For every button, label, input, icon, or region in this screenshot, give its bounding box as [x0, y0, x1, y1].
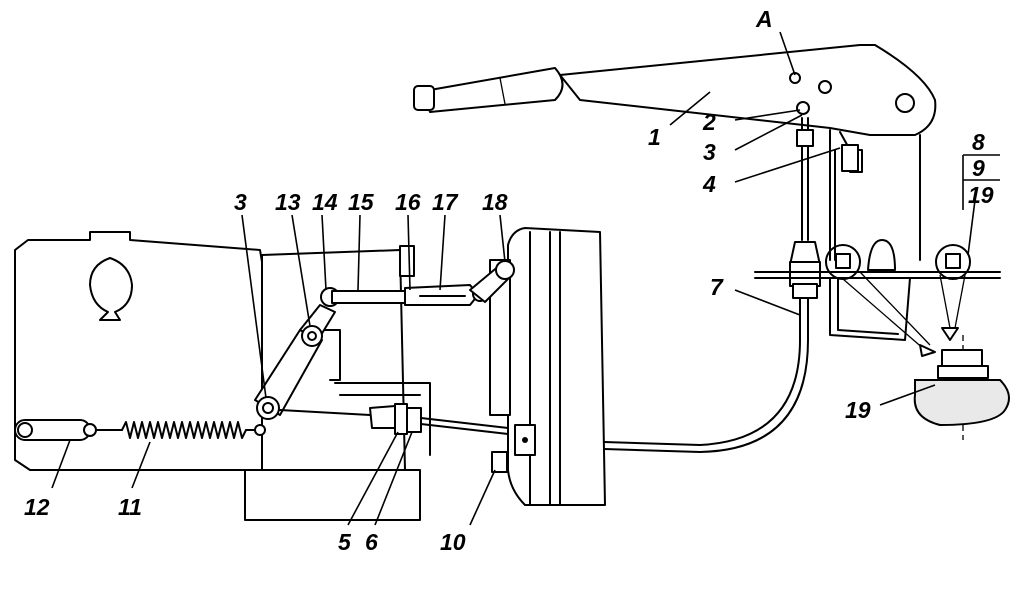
floor-plate	[754, 239, 1001, 357]
callout-10: 10	[440, 529, 466, 555]
callout-11: 11	[118, 494, 142, 520]
callout-15: 15	[348, 189, 375, 215]
callout-13: 13	[275, 189, 301, 215]
callout-labels: A 1 2 3 4 8 9 19 7 19 3 13 14 15 16 17 1…	[24, 6, 994, 555]
backing-plate	[14, 231, 431, 521]
callout-16: 16	[395, 189, 421, 215]
hand-lever	[413, 44, 937, 261]
brake-cable	[539, 297, 809, 453]
callout-4: 4	[702, 171, 716, 197]
lever-cable	[789, 117, 821, 299]
callout-19-detail: 19	[845, 397, 871, 423]
callout-1: 1	[648, 124, 661, 150]
callout-5: 5	[338, 529, 352, 555]
brake-drum	[489, 227, 606, 506]
linkage	[254, 260, 515, 435]
callout-8: 8	[972, 129, 985, 155]
callout-box	[962, 154, 1000, 210]
callout-17: 17	[432, 189, 459, 215]
callout-2: 2	[702, 109, 716, 135]
callout-18: 18	[482, 189, 508, 215]
leader-lines	[51, 31, 976, 526]
callout-A: A	[755, 6, 773, 32]
return-spring	[14, 419, 266, 441]
callout-14: 14	[312, 189, 338, 215]
callout-6: 6	[365, 529, 378, 555]
bolt-detail	[913, 335, 1010, 440]
callout-19-box: 19	[968, 182, 994, 208]
callout-7: 7	[710, 274, 724, 300]
callout-3-left: 3	[234, 189, 247, 215]
callout-3-top: 3	[703, 139, 716, 165]
callout-9: 9	[972, 155, 985, 181]
callout-12: 12	[24, 494, 50, 520]
